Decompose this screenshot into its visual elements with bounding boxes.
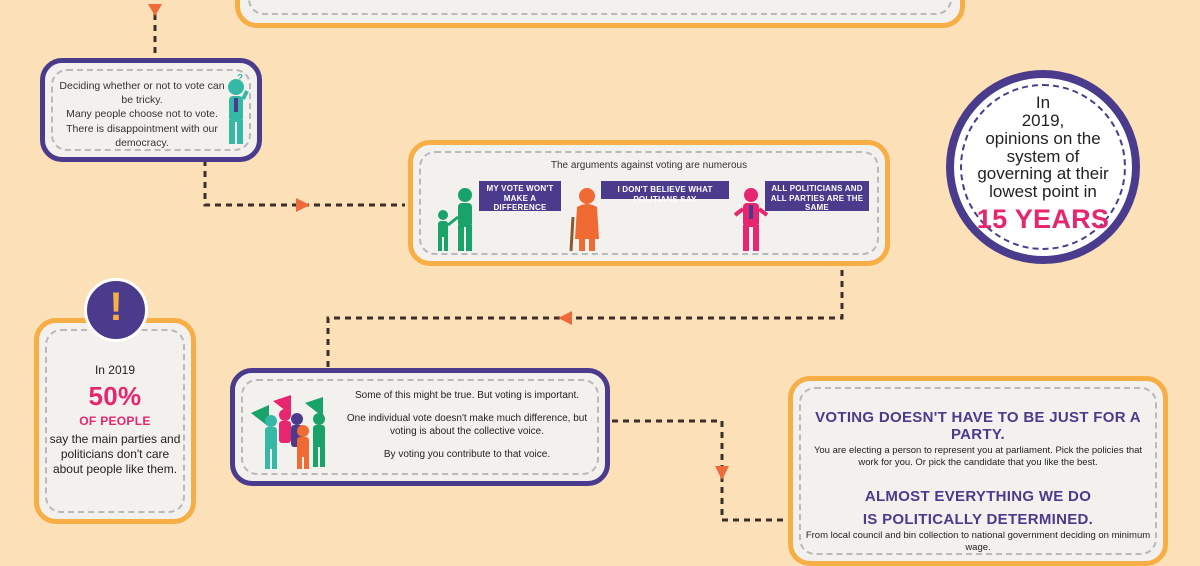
- percent-text: say the main parties and politicians don…: [49, 432, 181, 476]
- percent-card: In 2019 50% OF PEOPLE say the main parti…: [34, 318, 196, 524]
- voting-line: Some of this might be true. But voting i…: [355, 390, 579, 401]
- stat-circle-border: [960, 84, 1126, 250]
- arrow-down-icon: [148, 4, 162, 16]
- politician-icon: [733, 188, 769, 251]
- party-card: VOTING DOESN'T HAVE TO BE JUST FOR A PAR…: [788, 376, 1168, 566]
- stat-line: 2019,: [1021, 110, 1065, 130]
- voting-line: By voting you contribute to that voice.: [383, 449, 551, 460]
- percent-of-people: OF PEOPLE: [79, 414, 151, 428]
- stat-line: In: [1035, 93, 1051, 112]
- top-card: [235, 0, 965, 28]
- party-content: VOTING DOESN'T HAVE TO BE JUST FOR A PAR…: [803, 409, 1153, 554]
- deciding-card: Deciding whether or not to vote can be t…: [40, 58, 262, 162]
- speech-bubble: MY VOTE WON'T MAKE A DIFFERENCE: [479, 181, 561, 212]
- party-text: You are electing a person to represent y…: [813, 445, 1143, 469]
- percent-value: 50%: [88, 381, 142, 411]
- arrow-down-icon: [715, 466, 729, 480]
- exclamation-icon: !: [109, 285, 123, 329]
- top-card-border: [248, 0, 952, 15]
- speech-bubble: ALL POLITICIANS AND ALL PARTIES ARE THE …: [765, 181, 869, 212]
- exclamation-badge: !: [84, 278, 148, 342]
- parent-child-icon: [438, 188, 472, 251]
- deciding-text: Deciding whether or not to vote can be t…: [59, 80, 225, 149]
- party-heading: IS POLITICALLY DETERMINED.: [862, 510, 1094, 528]
- arrow-left-icon: [558, 311, 572, 325]
- party-heading: ALMOST EVERYTHING WE DO: [864, 487, 1092, 505]
- thinking-person-icon: [228, 79, 249, 144]
- party-heading: VOTING DOESN'T HAVE TO BE JUST FOR A PAR…: [815, 409, 1141, 443]
- voting-card-border: [241, 379, 599, 475]
- arrow-right-icon: [296, 198, 310, 212]
- stat-line: system of: [1006, 146, 1080, 166]
- party-text: From local council and bin collection to…: [805, 529, 1151, 554]
- stat-line: opinions on the: [985, 128, 1101, 148]
- voting-card: Some of this might be true. But voting i…: [230, 368, 610, 486]
- flow-connectors: [148, 4, 844, 522]
- arguments-card-border: [419, 151, 879, 255]
- crowd-megaphone-icon: [251, 395, 325, 469]
- question-mark: ?: [237, 73, 244, 84]
- stat-highlight: 15 YEARS: [976, 204, 1110, 235]
- stat-text: In 2019, opinions on the system of gover…: [954, 93, 1132, 235]
- deciding-card-border: [51, 69, 251, 151]
- speech-bubble: I DON'T BELIEVE WHAT POLITIANS SAY: [601, 181, 729, 204]
- stat-line: governing at their: [977, 164, 1109, 184]
- voting-line: One individual vote doesn't make much di…: [346, 413, 588, 437]
- arguments-card: The arguments against voting are numerou…: [408, 140, 890, 266]
- stat-circle: In 2019, opinions on the system of gover…: [946, 70, 1140, 264]
- elderly-woman-icon: [569, 188, 599, 252]
- percent-year: In 2019: [94, 363, 136, 377]
- percent-content: In 2019 50% OF PEOPLE say the main parti…: [39, 363, 191, 477]
- voting-text: Some of this might be true. But voting i…: [339, 389, 595, 461]
- stat-line: lowest point in: [989, 182, 1097, 202]
- arguments-title: The arguments against voting are numerou…: [550, 160, 748, 171]
